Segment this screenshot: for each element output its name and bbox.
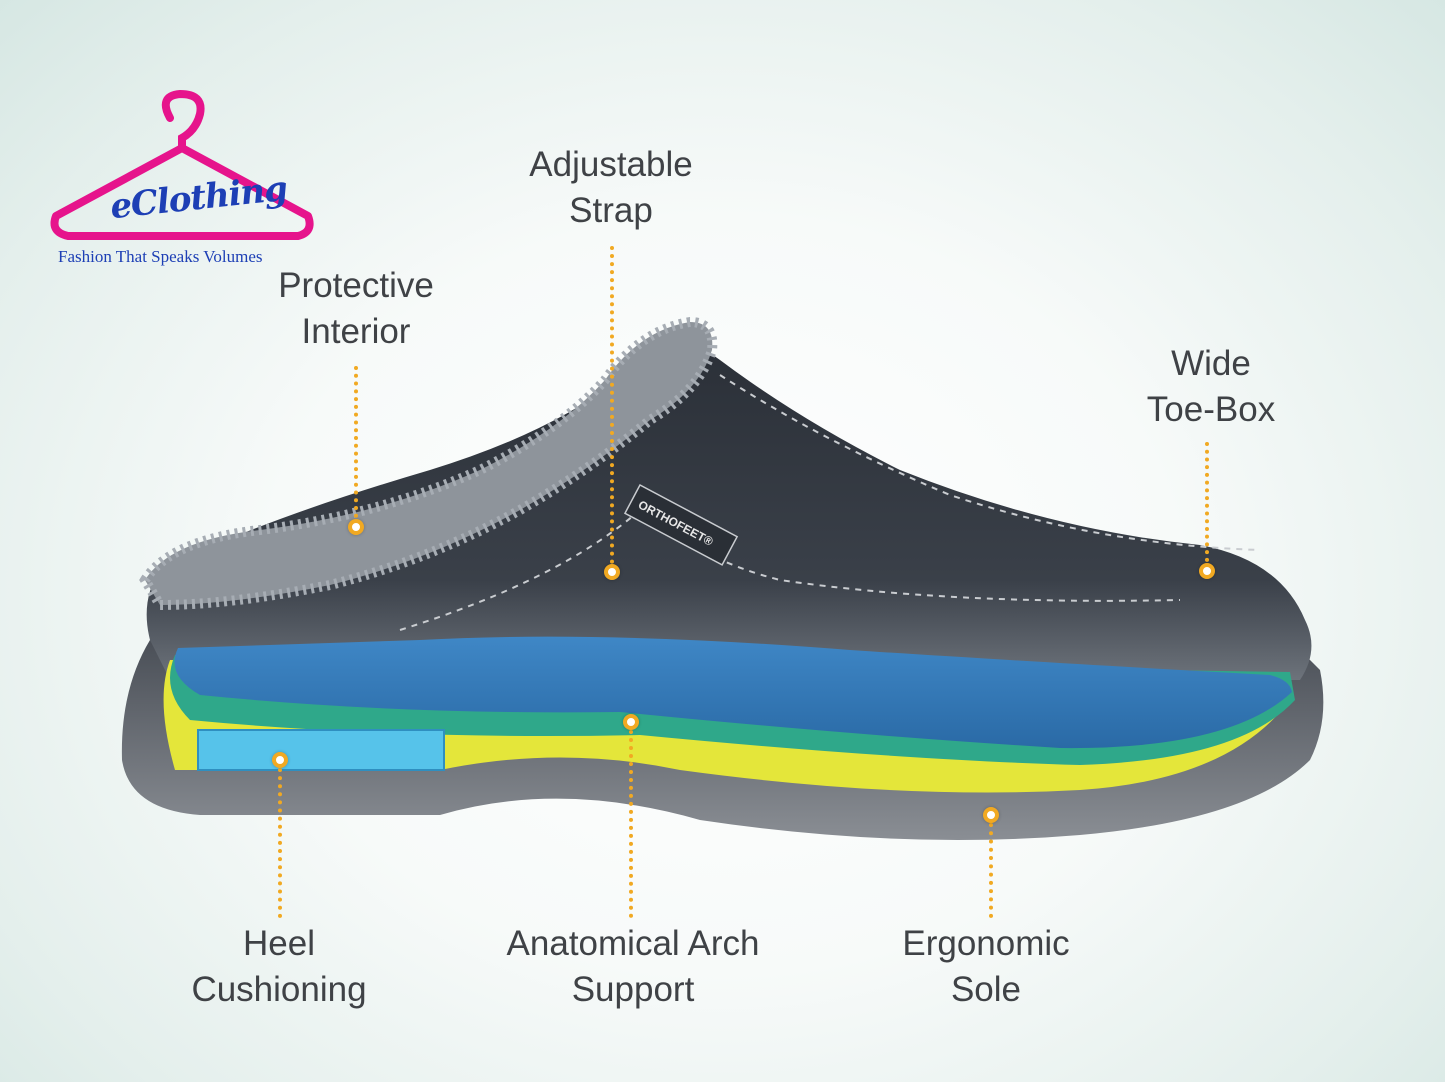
marker-heel-cushioning [272, 752, 288, 768]
leader-adjustable-strap [610, 246, 614, 564]
marker-anatomical-arch-support [623, 714, 639, 730]
leader-ergonomic-sole [989, 823, 993, 918]
fur-collar [139, 316, 718, 611]
marker-adjustable-strap [604, 564, 620, 580]
insole-blue-layer [174, 636, 1293, 749]
brand-tagline: Fashion That Speaks Volumes [58, 247, 263, 266]
marker-protective-interior [348, 519, 364, 535]
marker-ergonomic-sole [983, 807, 999, 823]
leader-anatomical-arch-support [629, 730, 633, 918]
leader-heel-cushioning [278, 768, 282, 918]
leader-wide-toe-box [1205, 442, 1209, 562]
marker-wide-toe-box [1199, 563, 1215, 579]
heel-pad [197, 729, 445, 771]
shoe-upper [146, 347, 1312, 680]
stitch-line [399, 508, 1181, 631]
brand-logo: eClothing Fashion That Speaks Volumes [48, 89, 318, 270]
hanger-icon [50, 89, 314, 240]
leader-protective-interior [354, 366, 358, 518]
